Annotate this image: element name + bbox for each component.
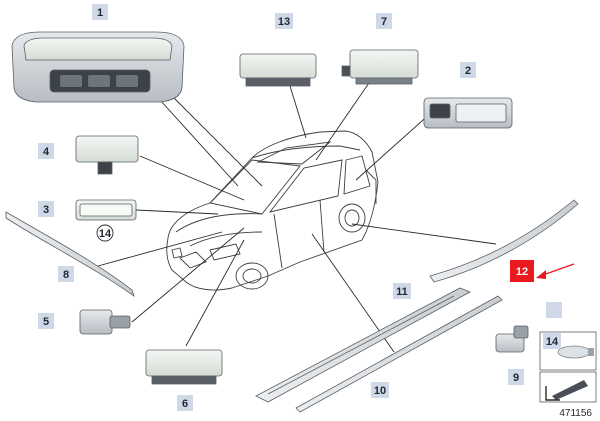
callout-5: 5 [38,313,54,329]
part-7-light [341,49,419,85]
callout-7: 7 [376,13,392,29]
empty-callout-box [546,302,562,318]
callout-9: 9 [508,369,524,385]
svg-text:6: 6 [182,398,188,410]
part-2-module [423,97,513,129]
svg-text:1: 1 [97,7,103,19]
callout-8: 8 [58,266,74,282]
part-3-light [75,199,137,221]
callout-12: 12 [510,260,534,282]
part-9-connector [495,325,529,353]
svg-text:11: 11 [396,286,408,298]
svg-text:13: 13 [278,16,290,28]
part-4-light [75,135,139,175]
part-1-roof-console [11,31,185,103]
leader-lines [97,63,497,353]
svg-text:14: 14 [546,336,559,348]
part-11-sill-strip [255,287,471,403]
svg-text:3: 3 [43,204,49,216]
part-6-light [145,349,223,385]
reference-number: 471156 [559,408,592,419]
arrow-symbol-box [539,371,597,403]
callout-3: 3 [38,201,54,217]
part-5-connector [79,309,131,335]
callout-14-circle: 14 [96,224,114,242]
part-12-rail [429,199,579,283]
highlight-arrow [536,263,575,279]
svg-text:7: 7 [381,16,387,28]
callout-1: 1 [92,4,108,20]
callout-2: 2 [460,62,476,78]
callout-6: 6 [177,395,193,411]
callout-10: 10 [371,382,389,398]
callout-11: 11 [393,283,411,299]
svg-text:9: 9 [513,372,519,384]
svg-text:14: 14 [99,228,112,240]
callout-4: 4 [38,143,54,159]
car-outline [166,130,379,291]
callout-13: 13 [275,13,293,29]
svg-text:10: 10 [374,385,386,397]
svg-text:2: 2 [465,65,471,77]
svg-text:8: 8 [63,269,69,281]
svg-text:12: 12 [516,266,528,278]
callout-14-box: 14 [543,333,561,349]
part-8-rail [5,211,135,298]
part-13-light [239,53,317,87]
part-10-rail [295,295,503,413]
svg-text:5: 5 [43,316,49,328]
svg-text:4: 4 [43,146,50,158]
